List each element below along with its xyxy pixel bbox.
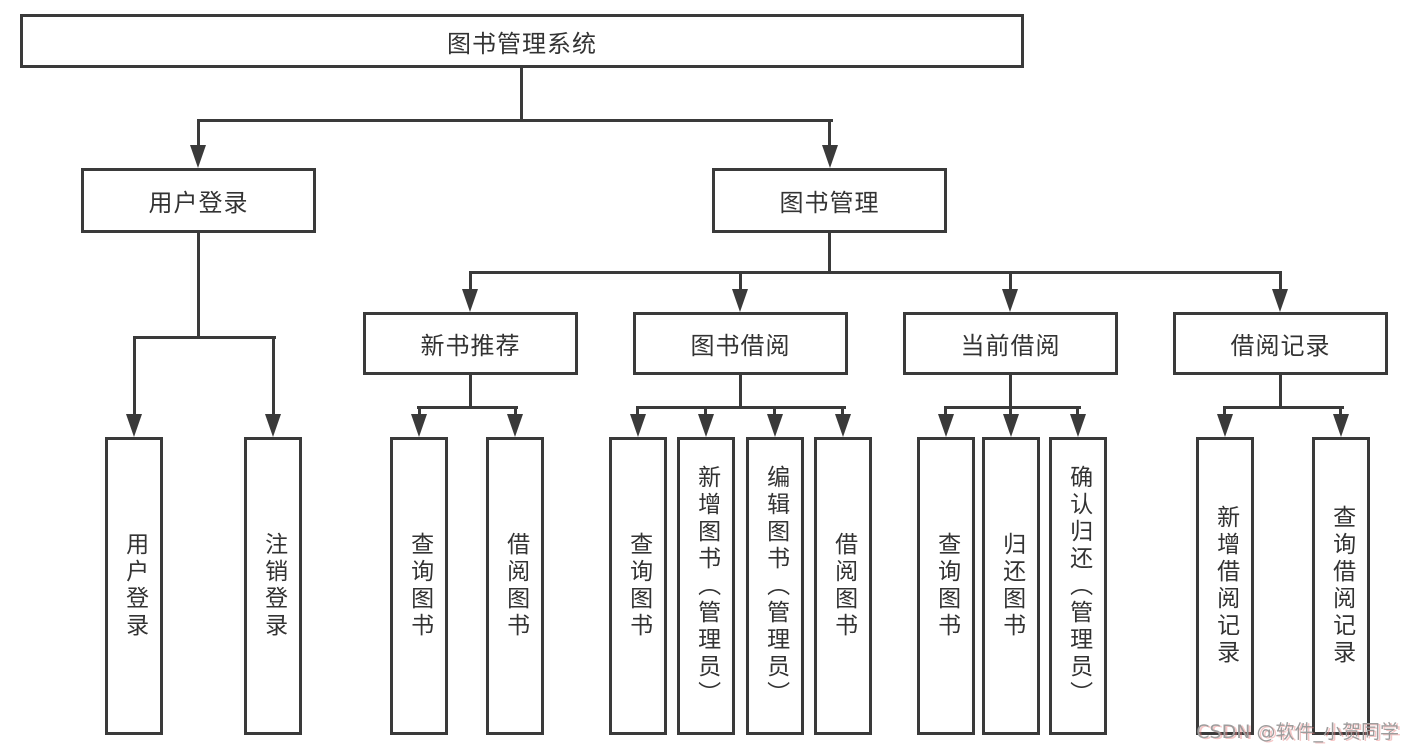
leaf-recommend-borrow-books: 借阅图书 bbox=[486, 437, 544, 735]
node-library-management-system: 图书管理系统 bbox=[20, 14, 1024, 68]
arrow-down-icon bbox=[1002, 289, 1018, 312]
connector-hline bbox=[944, 406, 1081, 409]
leaf-user-login: 用户登录 bbox=[105, 437, 163, 735]
connector-hline bbox=[1223, 406, 1344, 409]
connector-hline bbox=[133, 336, 276, 339]
leaf-records-add-record: 新增借阅记录 bbox=[1196, 437, 1254, 735]
arrow-down-icon bbox=[1272, 289, 1288, 312]
leaf-label: 归还图书 bbox=[998, 532, 1025, 640]
connector-stem bbox=[1009, 271, 1012, 292]
connector-vline bbox=[520, 68, 523, 122]
leaf-label: 新增借阅记录 bbox=[1212, 505, 1239, 667]
connector-stem bbox=[1279, 271, 1282, 292]
leaf-current-query-books: 查询图书 bbox=[917, 437, 975, 735]
leaf-borrowing-add-books-admin: 新增图书（管理员） bbox=[677, 437, 735, 735]
connector-vline bbox=[197, 233, 200, 339]
arrow-down-icon bbox=[411, 414, 427, 437]
connector-stem bbox=[514, 406, 517, 417]
connector-stem bbox=[704, 406, 707, 417]
connector-stem bbox=[197, 119, 200, 148]
connector-stem bbox=[133, 336, 136, 416]
arrow-down-icon bbox=[630, 414, 646, 437]
connector-stem bbox=[1339, 406, 1342, 417]
connector-vline bbox=[1279, 375, 1282, 409]
leaf-label: 新增图书（管理员） bbox=[693, 464, 720, 708]
leaf-current-return-books: 归还图书 bbox=[982, 437, 1040, 735]
connector-stem bbox=[944, 406, 947, 417]
node-book-borrowing: 图书借阅 bbox=[633, 312, 848, 375]
arrow-down-icon bbox=[126, 414, 142, 437]
connector-stem bbox=[828, 119, 831, 148]
connector-stem bbox=[636, 406, 639, 417]
node-book-management: 图书管理 bbox=[712, 168, 947, 233]
connector-hline bbox=[417, 406, 518, 409]
leaf-label: 查询图书 bbox=[406, 532, 433, 640]
leaf-label: 注销登录 bbox=[260, 532, 287, 640]
connector-stem bbox=[418, 406, 421, 417]
connector-stem bbox=[1076, 406, 1079, 417]
connector-vline bbox=[828, 233, 831, 274]
leaf-label: 编辑图书（管理员） bbox=[762, 464, 789, 708]
leaf-label: 借阅图书 bbox=[830, 532, 857, 640]
node-current-borrowing: 当前借阅 bbox=[903, 312, 1118, 375]
arrow-down-icon bbox=[835, 414, 851, 437]
leaf-label: 查询图书 bbox=[625, 532, 652, 640]
leaf-borrowing-borrow-books: 借阅图书 bbox=[814, 437, 872, 735]
arrow-down-icon bbox=[938, 414, 954, 437]
connector-vline bbox=[739, 375, 742, 409]
arrow-down-icon bbox=[822, 145, 838, 168]
leaf-logout: 注销登录 bbox=[244, 437, 302, 735]
csdn-watermark: CSDN @软件_小贺同学 bbox=[1196, 721, 1399, 743]
connector-vline bbox=[469, 375, 472, 409]
connector-vline bbox=[1009, 375, 1012, 409]
connector-stem bbox=[272, 336, 275, 416]
connector-hline bbox=[197, 119, 833, 122]
leaf-recommend-query-books: 查询图书 bbox=[390, 437, 448, 735]
leaf-label: 查询借阅记录 bbox=[1328, 505, 1355, 667]
connector-stem bbox=[469, 271, 472, 292]
connector-stem bbox=[1223, 406, 1226, 417]
connector-stem bbox=[1009, 406, 1012, 417]
leaf-label: 确认归还（管理员） bbox=[1065, 464, 1092, 708]
arrow-down-icon bbox=[1070, 414, 1086, 437]
arrow-down-icon bbox=[265, 414, 281, 437]
arrow-down-icon bbox=[767, 414, 783, 437]
leaf-borrowing-query-books: 查询图书 bbox=[609, 437, 667, 735]
leaf-label: 查询图书 bbox=[933, 532, 960, 640]
connector-stem bbox=[841, 406, 844, 417]
node-borrowing-records: 借阅记录 bbox=[1173, 312, 1388, 375]
connector-hline bbox=[469, 271, 1282, 274]
connector-stem bbox=[773, 406, 776, 417]
connector-hline bbox=[636, 406, 846, 409]
arrow-down-icon bbox=[507, 414, 523, 437]
leaf-borrowing-edit-books-admin: 编辑图书（管理员） bbox=[746, 437, 804, 735]
leaf-label: 借阅图书 bbox=[502, 532, 529, 640]
arrow-down-icon bbox=[462, 289, 478, 312]
leaf-records-query-record: 查询借阅记录 bbox=[1312, 437, 1370, 735]
leaf-label: 用户登录 bbox=[121, 532, 148, 640]
node-user-login: 用户登录 bbox=[81, 168, 316, 233]
connector-stem bbox=[739, 271, 742, 292]
arrow-down-icon bbox=[732, 289, 748, 312]
arrow-down-icon bbox=[1003, 414, 1019, 437]
arrow-down-icon bbox=[1217, 414, 1233, 437]
node-new-book-recommend: 新书推荐 bbox=[363, 312, 578, 375]
leaf-current-confirm-return-admin: 确认归还（管理员） bbox=[1049, 437, 1107, 735]
arrow-down-icon bbox=[1333, 414, 1349, 437]
arrow-down-icon bbox=[190, 145, 206, 168]
arrow-down-icon bbox=[698, 414, 714, 437]
